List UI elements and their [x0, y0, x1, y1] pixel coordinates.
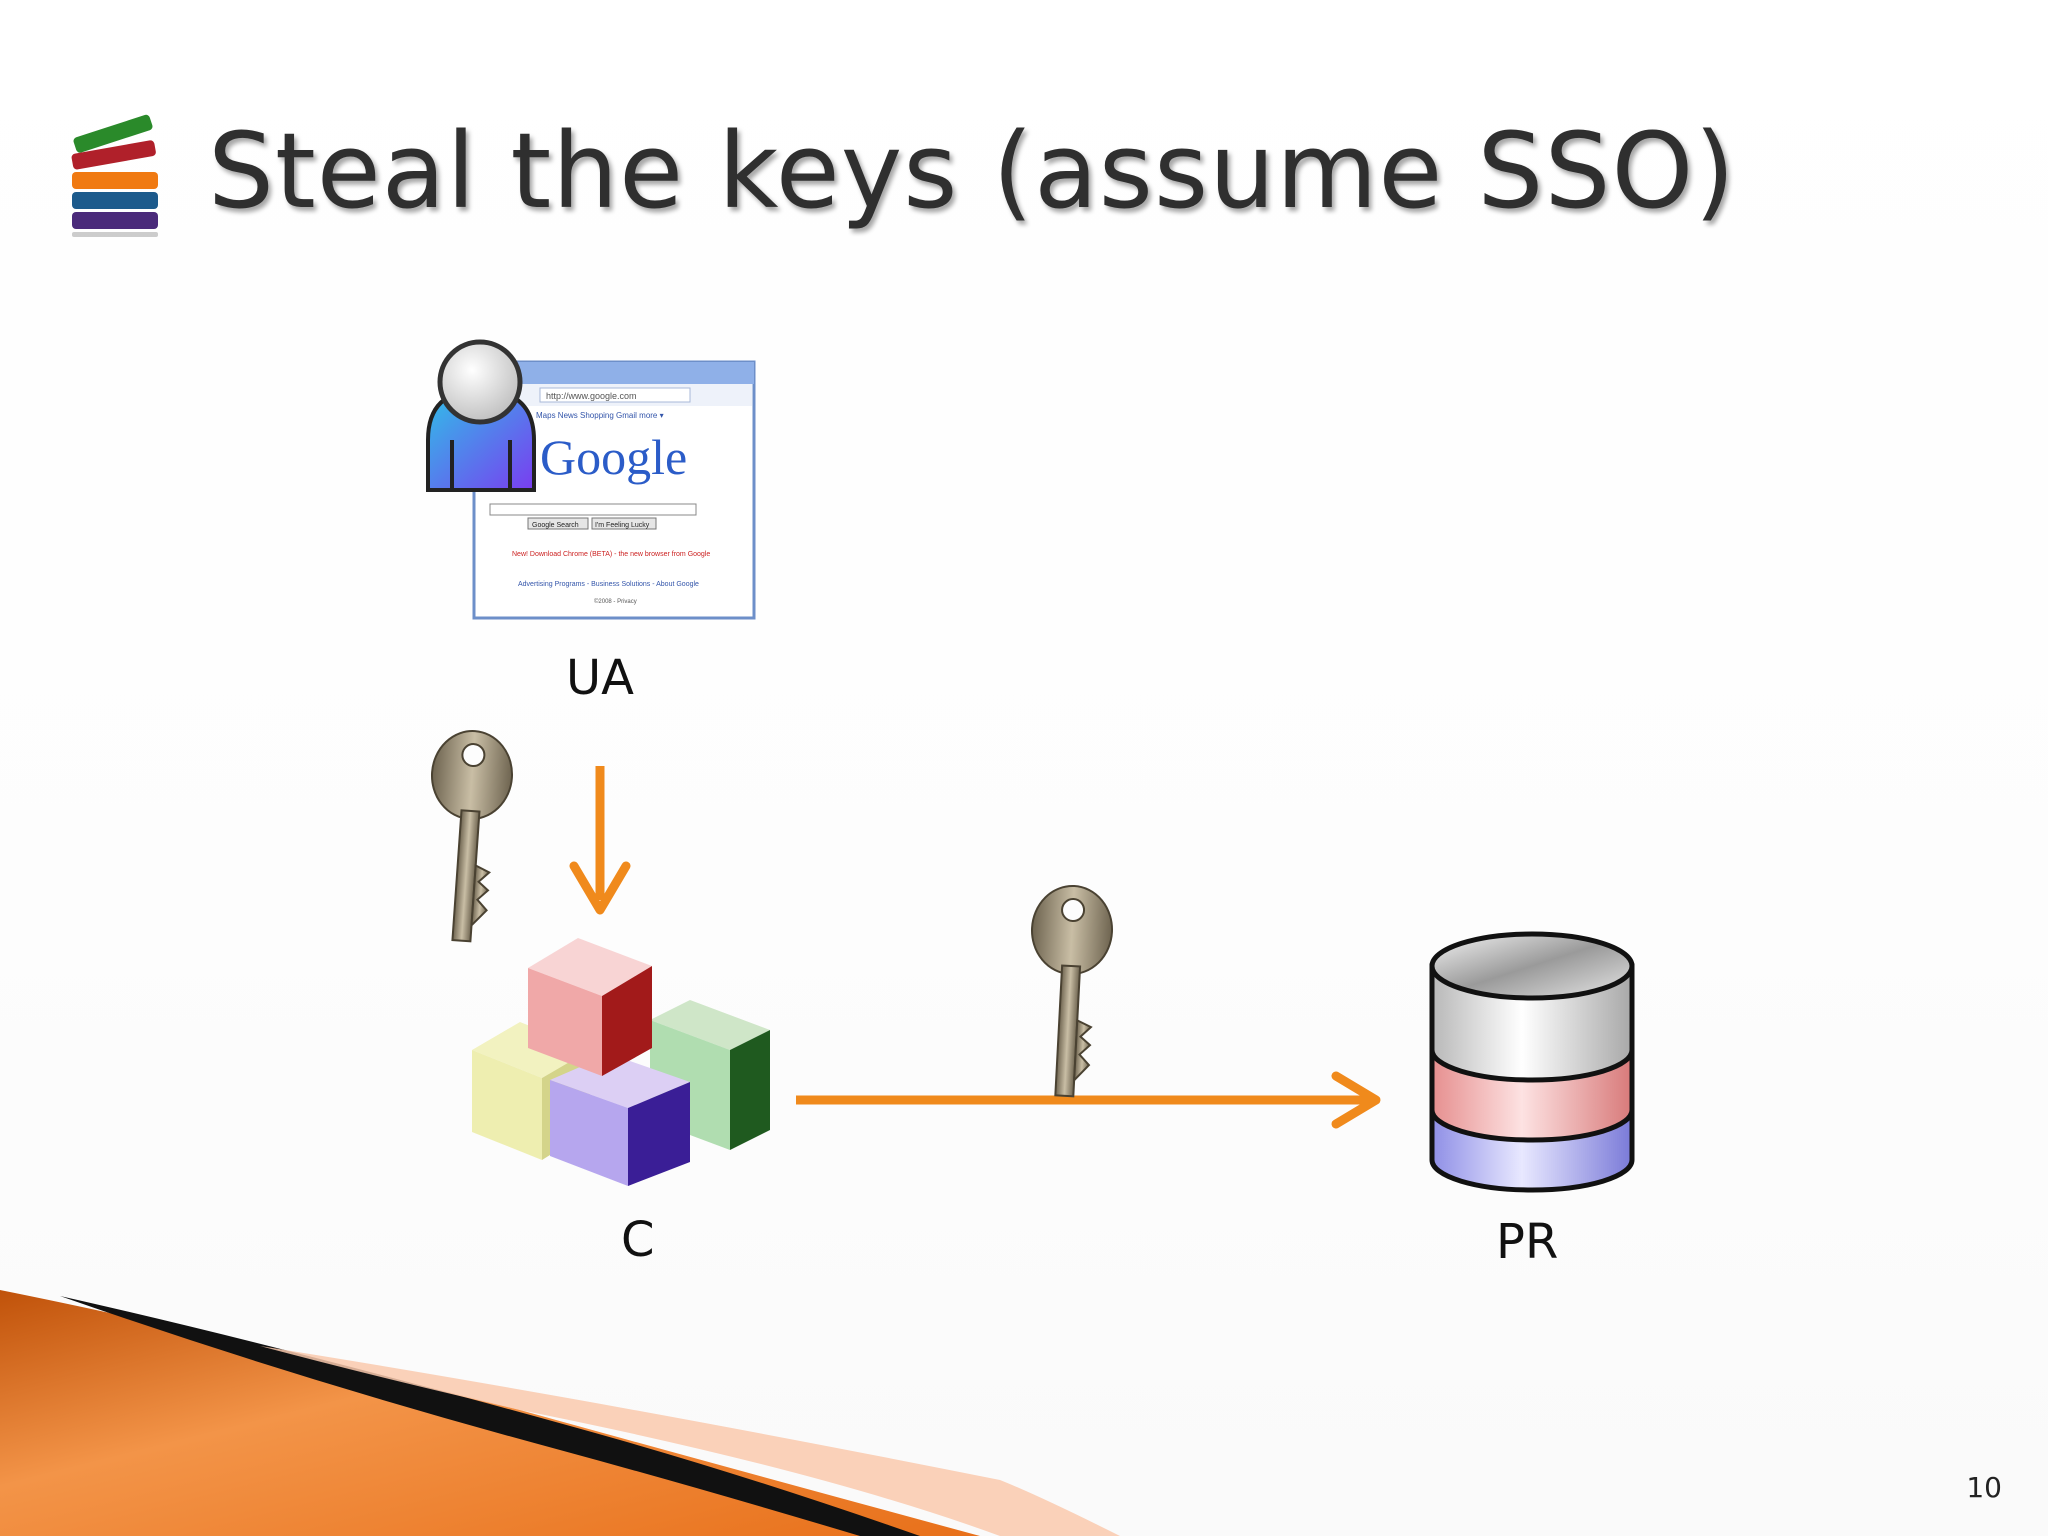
- blocks-icon: [472, 938, 770, 1186]
- browser-lucky-button: I'm Feeling Lucky: [595, 522, 650, 529]
- browser-window: http://www.google.com Maps News Shopping…: [472, 360, 756, 620]
- browser-search-button: Google Search: [532, 522, 579, 529]
- key-icon: [430, 730, 514, 943]
- person-icon: [426, 339, 536, 492]
- browser-copyright: ©2008 - Privacy: [594, 598, 637, 605]
- browser-promo: New! Download Chrome (BETA) - the new br…: [512, 551, 710, 558]
- key-icon: [1030, 885, 1114, 1098]
- page-number: 10: [1966, 1471, 2002, 1504]
- protected-resource-label: PR: [1496, 1214, 1559, 1270]
- arrow-client-to-resource: [796, 1071, 1381, 1129]
- browser-logo-text: Google: [540, 429, 687, 485]
- user-agent-label: UA: [566, 650, 634, 706]
- decorative-swoosh: [0, 1290, 1120, 1536]
- slide-title: Steal the keys (assume SSO): [208, 110, 1736, 232]
- browser-footer-links: Advertising Programs - Business Solution…: [518, 581, 699, 588]
- database-icon: [1429, 931, 1635, 1193]
- book-stack-logo: [71, 114, 158, 237]
- browser-address-text: http://www.google.com: [546, 391, 637, 401]
- browser-nav-links: Maps News Shopping Gmail more ▾: [536, 411, 664, 420]
- arrow-ua-to-client: [569, 766, 631, 915]
- client-label: C: [621, 1212, 655, 1268]
